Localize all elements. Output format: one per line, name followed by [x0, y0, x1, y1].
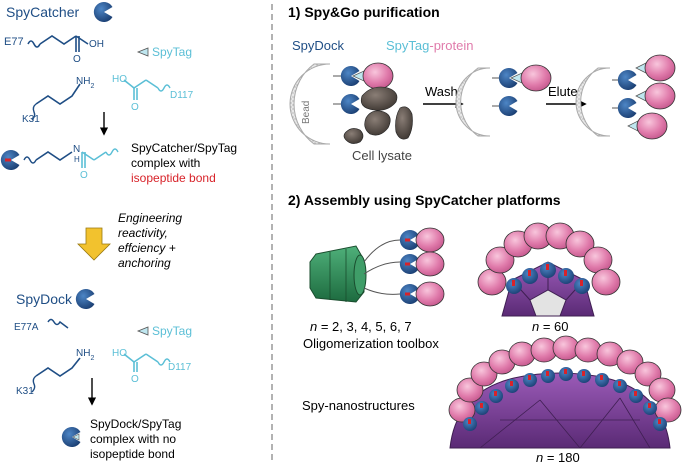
engineering-text-4: anchoring: [118, 256, 171, 270]
e77-wavy-bond: [27, 40, 41, 48]
d117-ho: HO: [112, 74, 127, 85]
cage-60-proteins: [477, 222, 621, 296]
bead-1: [289, 63, 331, 145]
cell-lysate-blobs: [343, 86, 413, 144]
complex-h: H: [74, 155, 80, 164]
oligo-n-values: n = 2, 3, 4, 5, 6, 7: [310, 319, 412, 334]
nanostructures-label: Spy-nanostructures: [302, 398, 415, 413]
engineering-text-2: reactivity,: [118, 226, 168, 240]
spydock-bound-1: [333, 62, 394, 90]
k31b-nh2: NH2: [76, 348, 94, 362]
bead-3: [575, 67, 611, 137]
dock-complex-pacman-icon: [61, 427, 81, 447]
section-1-title: 1) Spy&Go purification: [288, 4, 440, 20]
bead-2: [455, 67, 491, 137]
engineering-text-3: effciency +: [118, 241, 176, 255]
spydock-free-1: [333, 94, 360, 114]
d117b-label: D117: [168, 362, 192, 373]
spycatcher-label: SpyCatcher: [6, 4, 79, 20]
spytag-triangle-icon: [136, 47, 149, 57]
e77a-chain: [47, 318, 69, 329]
oligomer-linkers: [363, 239, 401, 295]
cage-180-proteins: [448, 335, 682, 423]
e77-o: O: [73, 54, 81, 65]
spytag-protein-label: SpyTag-protein: [386, 38, 473, 53]
spytag-label-bottom: SpyTag: [152, 324, 192, 338]
k31-nh2: NH2: [76, 76, 94, 90]
cage-180-label: n = 180: [536, 450, 580, 464]
complex-text-2: complex with: [131, 156, 200, 170]
complex-o: O: [80, 170, 88, 181]
e77-oh: OH: [89, 39, 104, 50]
k31b-label: K31: [16, 386, 34, 397]
d117b-ho: HO: [112, 348, 127, 359]
k31b-chain: [35, 357, 81, 377]
e77-chain: [39, 35, 77, 45]
cage-60-catchers: [506, 262, 590, 294]
oligomer-arms: [399, 227, 445, 307]
cage-60-label: n = 60: [532, 319, 569, 334]
oligo-label: Oligomerization toolbox: [303, 336, 439, 351]
d117b-o: O: [131, 374, 139, 385]
k31-label: K31: [22, 114, 40, 125]
complex-text-3: isopeptide bond: [131, 171, 216, 185]
complex-n: N: [73, 144, 80, 155]
elute-label: Elute: [548, 84, 578, 99]
d117-o: O: [131, 102, 139, 113]
complex-text-1: SpyCatcher/SpyTag: [131, 141, 237, 155]
engineering-text-1: Engineering: [118, 211, 182, 225]
complex-chain: [35, 151, 73, 161]
right-panel: 1) Spy&Go purification SpyDock SpyTag-pr…: [288, 4, 682, 465]
left-panel: SpyCatcher E77 OH O SpyTag NH2 K31 HO O …: [0, 2, 237, 461]
spydock-bound-2: [492, 64, 552, 92]
cell-lysate-label: Cell lysate: [352, 148, 412, 163]
bead-label: Bead: [301, 101, 312, 124]
wash-label: Wash: [425, 84, 458, 99]
spycatcher-pacman-icon: [93, 2, 113, 23]
dock-text-3: isopeptide bond: [90, 447, 175, 461]
complex-pacman-icon: [0, 150, 20, 170]
spydock-pacman-icon: [75, 289, 95, 309]
spytag-triangle-icon-2: [136, 326, 149, 336]
spydock-label-right: SpyDock: [292, 38, 345, 53]
spydock-free-2: [492, 96, 518, 116]
e77a-label: E77A: [14, 322, 39, 333]
spytag-label-top: SpyTag: [152, 45, 192, 59]
k31-chain: [35, 83, 81, 105]
dock-text-1: SpyDock/SpyTag: [90, 417, 181, 431]
d117-label: D117: [170, 90, 194, 101]
spydock-free-3: [612, 70, 637, 118]
oligomer-green-cylinder: [309, 245, 367, 303]
eluted-spytag-proteins: [627, 54, 676, 140]
e77-label: E77: [4, 36, 24, 48]
cage-180-catchers: [463, 367, 667, 431]
spydock-label: SpyDock: [16, 291, 73, 307]
engineering-yellow-arrow: [77, 227, 111, 261]
section-2-title: 2) Assembly using SpyCatcher platforms: [288, 192, 561, 208]
dock-text-2: complex with no: [90, 432, 176, 446]
